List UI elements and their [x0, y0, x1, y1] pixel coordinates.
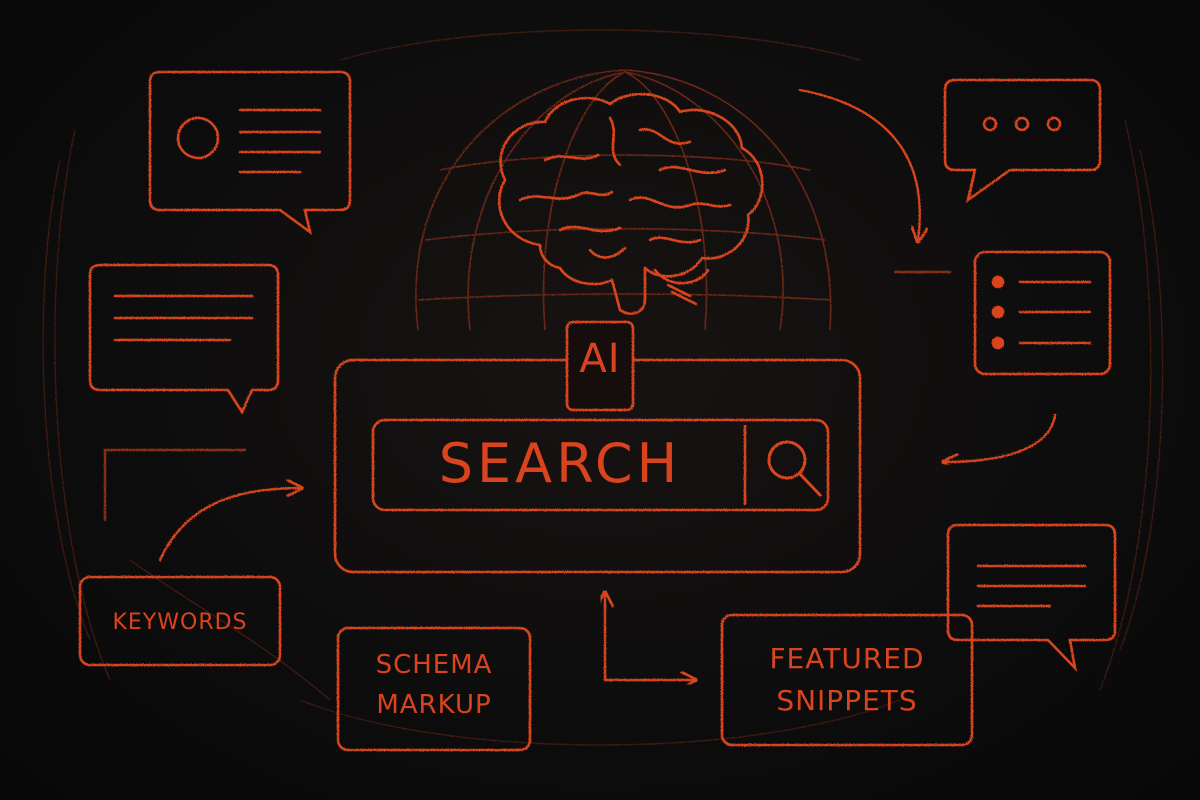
brain-icon: [497, 92, 764, 315]
featured-label-line2: SNIPPETS: [776, 684, 918, 717]
search-panel-outline: [333, 320, 862, 574]
keywords-box-outline: [78, 575, 282, 667]
elbow-arrow: [605, 594, 694, 680]
right-arrow: [945, 413, 1057, 462]
featured-box-outline: [720, 613, 974, 747]
schema-box-outline: [336, 626, 532, 752]
schema-label-line2: MARKUP: [376, 690, 492, 720]
globe-icon: [415, 69, 832, 331]
right-text-lines-bubble-icon: [946, 523, 1117, 672]
schema-label-line1: SCHEMA: [375, 650, 493, 680]
top-right-arrow: [798, 88, 952, 274]
left-arrow: [103, 448, 300, 562]
typing-dots-bubble-icon: [943, 78, 1102, 204]
bullet-list-box-icon: [973, 250, 1112, 376]
magnifier-icon: [767, 440, 822, 497]
keywords-label: KEYWORDS: [112, 610, 248, 635]
ai-label: AI: [579, 336, 621, 382]
text-lines-bubble-icon: [88, 263, 280, 415]
featured-label-line1: FEATURED: [769, 642, 925, 675]
profile-card-bubble-icon: [148, 70, 352, 236]
search-label: SEARCH: [438, 432, 682, 495]
